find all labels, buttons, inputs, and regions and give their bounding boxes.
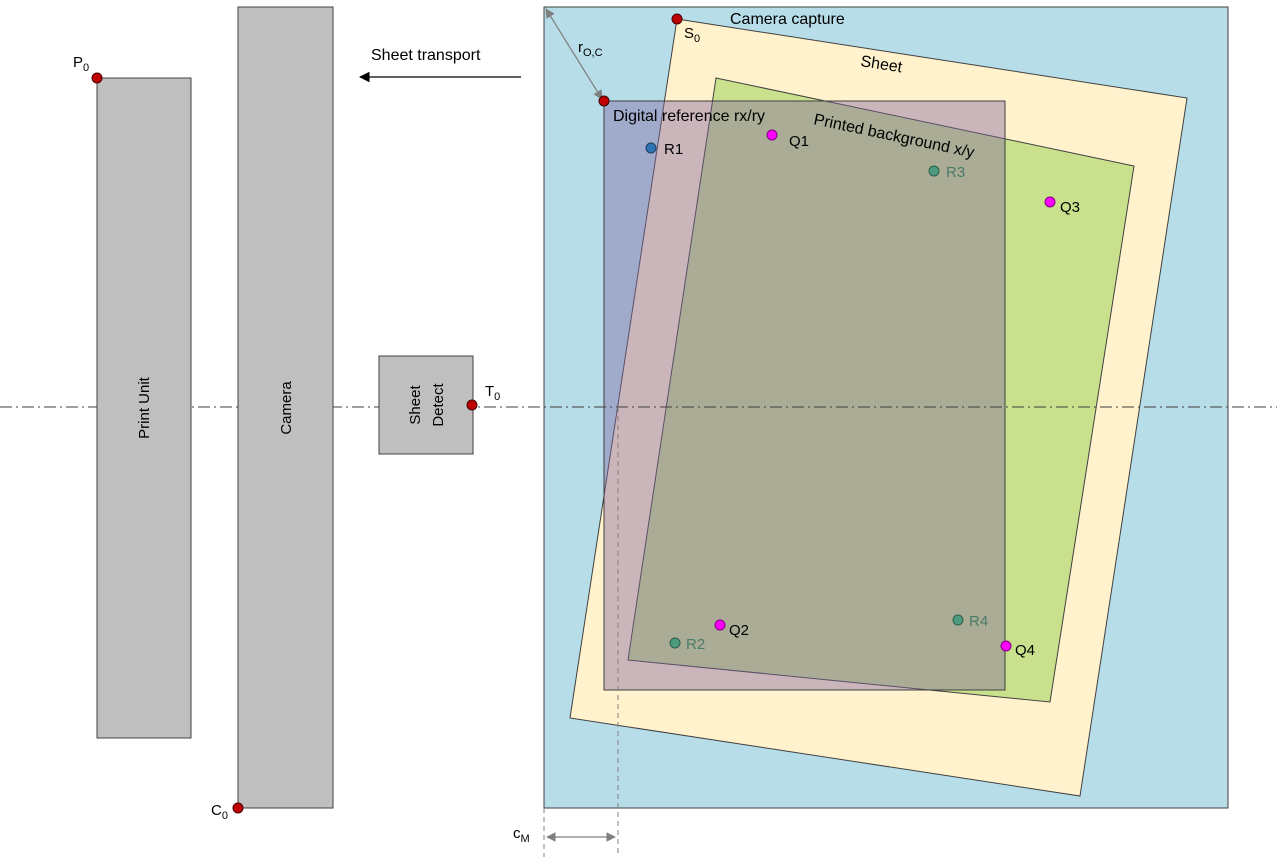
r4-marker [952,614,964,626]
r3-marker [928,165,940,177]
camera-capture-label: Camera capture [730,11,845,28]
digital-reference-region [603,100,1006,691]
q2-label: Q2 [729,622,749,639]
r4-label: R4 [969,613,988,630]
print-unit-block [96,77,192,739]
c0-point [232,802,244,814]
q4-marker [1000,640,1012,652]
camera-block [237,6,334,809]
r2-marker [669,637,681,649]
sheet-detect-label-line2: Detect [430,382,447,426]
q3-label: Q3 [1060,199,1080,216]
r3-label: R3 [946,164,965,181]
cm-label: cM [513,825,530,845]
r1-marker [645,142,657,154]
p0-point [91,72,103,84]
r2-label: R2 [686,636,705,653]
q3-marker [1044,196,1056,208]
print-unit-label: Print Unit [136,376,153,439]
digital-reference-origin-point [598,95,610,107]
r1-label: R1 [664,141,683,158]
p0-label: P0 [73,54,89,74]
q1-label: Q1 [789,133,809,150]
sheet-detect-block [378,355,474,455]
t0-point [466,399,478,411]
t0-label: T0 [485,383,500,403]
q4-label: Q4 [1015,642,1035,659]
s0-point [671,13,683,25]
s0-label: S0 [684,25,700,45]
roc-dimension-arrow [545,8,603,100]
printed-background-region [627,77,1135,703]
sheet-detect-label-line1: Sheet [407,385,424,425]
sheet-label: Sheet [859,53,903,76]
q2-marker [714,619,726,631]
camera-label: Camera [278,381,295,435]
c0-label: C0 [211,802,228,822]
transport-label: Sheet transport [371,47,481,64]
q1-marker [766,129,778,141]
roc-label: rO,C [578,39,603,59]
digital-reference-label: Digital reference rx/ry [613,108,765,125]
